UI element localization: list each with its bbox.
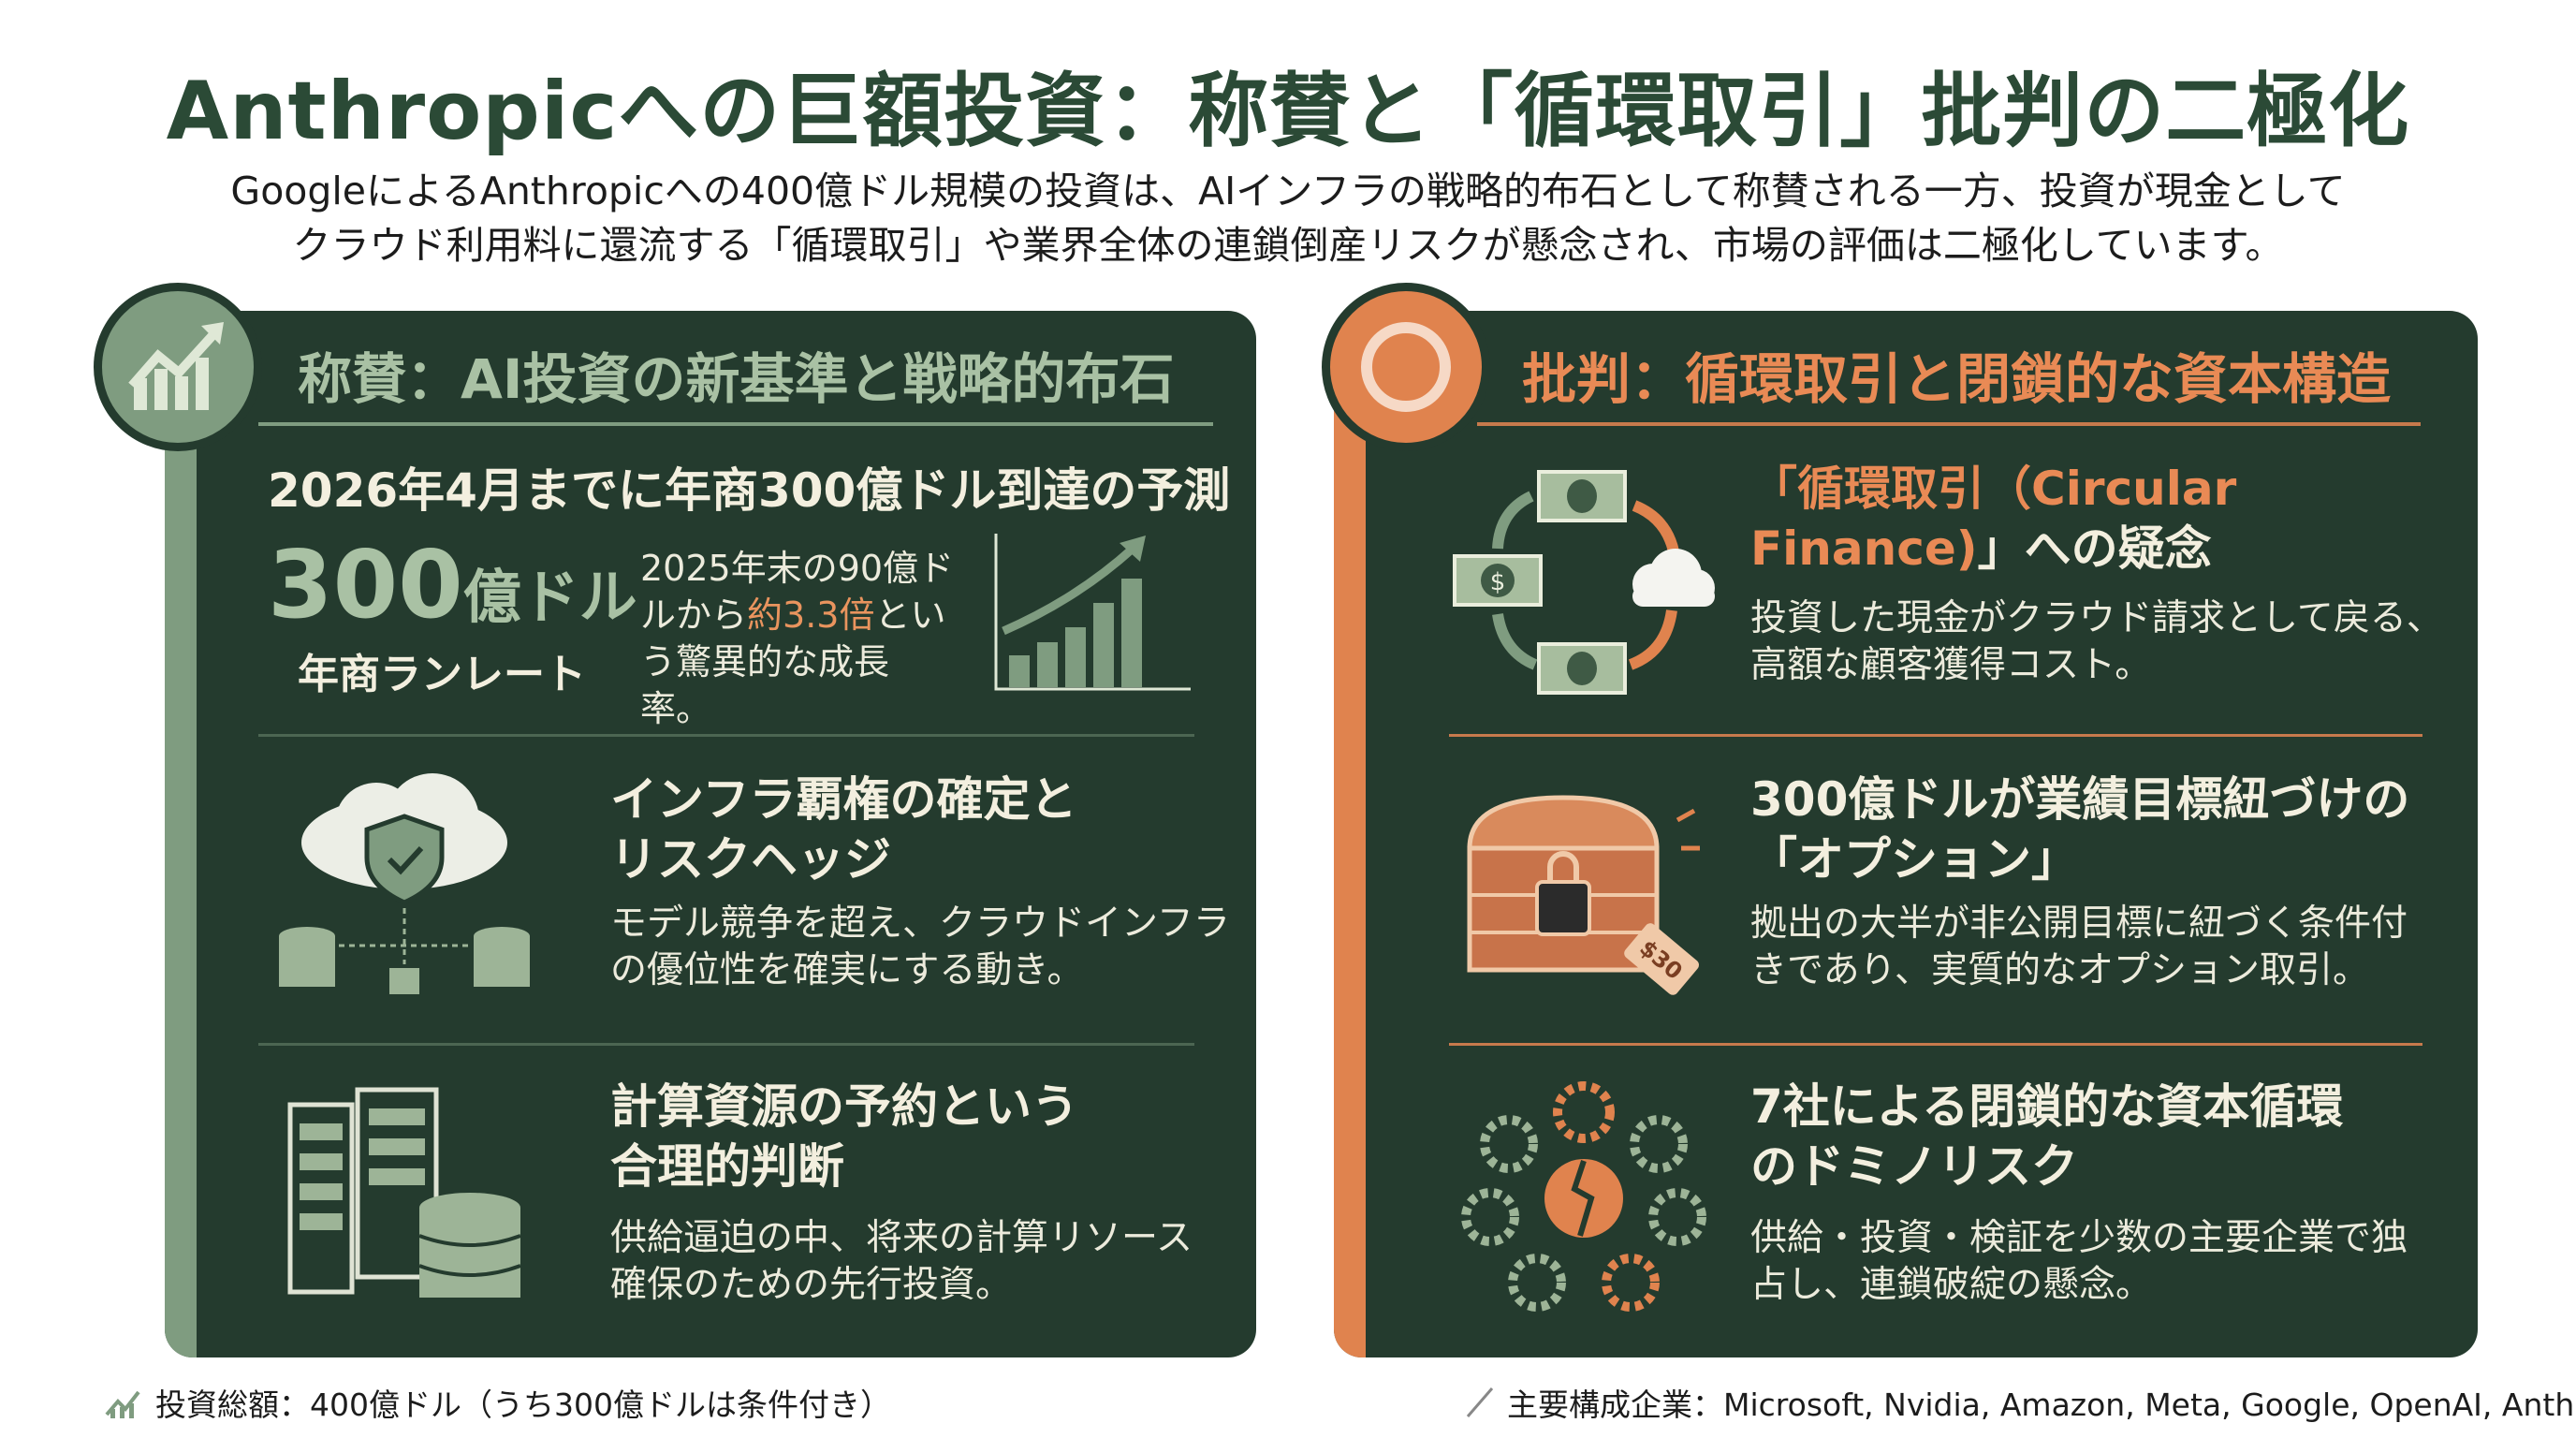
forecast-heading: 2026年4月までに年商300億ドル到達の予測 (268, 463, 1231, 518)
revenue-number: 300 (268, 530, 463, 639)
cloud-shield-icon (279, 773, 530, 994)
page-title: Anthropicへの巨額投資：称賛と「循環取引」批判の二極化 (166, 65, 2410, 158)
divider (1449, 734, 2422, 737)
slash-icon (1466, 1387, 1494, 1417)
infra-body-2: の優位性を確実にする動き。 (610, 949, 1084, 991)
domino-heading-1: 7社による閉鎖的な資本循環 (1750, 1079, 2344, 1134)
footer-investment-total: 投資総額：400億ドル（うち300億ドルは条件付き） (105, 1380, 891, 1425)
infra-heading-1: インフラ覇権の確定と (610, 772, 1077, 827)
heading-orange-part: Finance) (1750, 521, 1978, 576)
option-heading-1: 300億ドルが業績目標紐づけの (1750, 772, 2410, 827)
text-part: とい (874, 594, 946, 636)
compute-body-1: 供給逼迫の中、将来の計算リソース (610, 1217, 1193, 1259)
infra-heading-2: リスクヘッジ (610, 832, 891, 887)
growth-chart-icon (94, 283, 262, 451)
ring-shape (1361, 322, 1451, 412)
server-database-icon (287, 1087, 521, 1298)
domino-heading-2: のドミノリスク (1750, 1139, 2078, 1194)
divider (258, 1043, 1194, 1046)
praise-heading: 称賛：AI投資の新基準と戦略的布石 (298, 347, 1175, 411)
revenue-caption: 年商ランレート (298, 651, 586, 698)
option-body-2: きであり、実質的なオプション取引。 (1750, 949, 2370, 991)
subtitle-line-1: GoogleによるAnthropicへの400億ドル規模の投資は、AIインフラの… (230, 169, 2346, 213)
growth-description: 2025年末の90億ドルから約3.3倍という驚異的な成長率。 (640, 545, 959, 732)
infra-body-1: モデル競争を超え、クラウドインフラ (610, 902, 1230, 945)
circular-heading-1: 「循環取引（Circular (1750, 462, 2237, 516)
divider (258, 734, 1194, 737)
revenue-unit: 億ドル (462, 563, 637, 631)
text-part: ルから (640, 594, 748, 636)
growth-multiple: 約3.3倍 (747, 594, 875, 636)
option-body-1: 拠出の大半が非公開目標に紐づく条件付 (1750, 902, 2408, 945)
compute-heading-2: 合理的判断 (610, 1139, 844, 1194)
domino-body-2: 占し、連鎖破綻の懸念。 (1750, 1264, 2153, 1306)
locked-chest-icon: $30 (1467, 795, 1700, 995)
ring-icon (1322, 283, 1490, 451)
divider (1477, 422, 2421, 426)
heading-white-part: 」への疑念 (1977, 521, 2212, 576)
revenue-figure: 300億ドル (268, 530, 637, 639)
divider (258, 422, 1213, 426)
option-heading-2: 「オプション」 (1750, 832, 2078, 887)
money-cycle-icon: $ (1453, 470, 1715, 695)
text-part: 2025年末の90億ド (640, 548, 955, 589)
footer-left-text: 投資総額：400億ドル（うち300億ドルは条件付き） (155, 1387, 891, 1423)
panel-accent-strip (1334, 311, 1366, 1357)
circular-body-1: 投資した現金がクラウド請求として戻る、 (1750, 597, 2443, 639)
trend-icon (105, 1390, 140, 1418)
gears-network-icon (1461, 1081, 1706, 1312)
circular-body-2: 高額な顧客獲得コスト。 (1750, 644, 2152, 686)
svg-text:$: $ (1490, 568, 1506, 596)
footer-right-text: 主要構成企業：Microsoft, Nvidia, Amazon, Meta, … (1507, 1387, 2576, 1423)
text-part: う驚異的な成長率。 (640, 641, 890, 729)
criticism-heading: 批判：循環取引と閉鎖的な資本構造 (1522, 347, 2392, 411)
panel-accent-strip (165, 311, 197, 1357)
subtitle-line-2: クラウド利用料に還流する「循環取引」や業界全体の連鎖倒産リスクが懸念され、市場の… (292, 223, 2284, 268)
compute-body-2: 確保のための先行投資。 (610, 1264, 1013, 1306)
circular-heading-2: Finance)」への疑念 (1750, 519, 2212, 579)
compute-heading-1: 計算資源の予約という (610, 1079, 1078, 1134)
footer-companies: 主要構成企業：Microsoft, Nvidia, Amazon, Meta, … (1466, 1380, 2576, 1425)
divider (1449, 1043, 2422, 1046)
domino-body-1: 供給・投資・検証を少数の主要企業で独 (1750, 1217, 2408, 1259)
bar-growth-icon (994, 534, 1191, 691)
